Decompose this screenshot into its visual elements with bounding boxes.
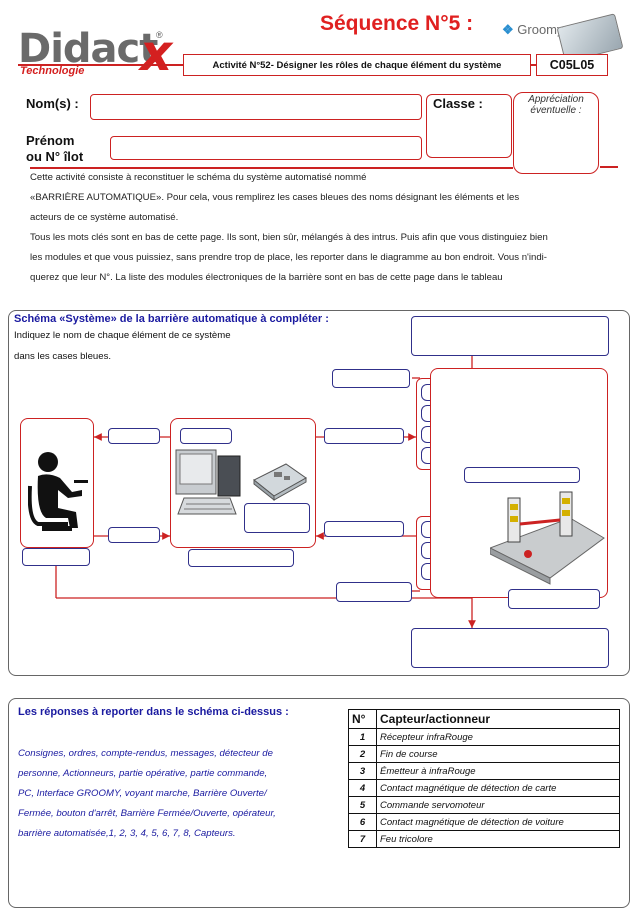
groomy-logo: ❖ Groomy <box>502 22 564 38</box>
schema-instruction: Indiquez le nom de chaque élément de ce … <box>14 330 231 341</box>
cell-name: Émetteur à infraRouge <box>376 762 620 780</box>
nom-label: Nom(s) : <box>26 96 79 111</box>
answer-box-top[interactable] <box>411 316 609 356</box>
answers-line: barrière automatisée,1, 2, 3, 4, 5, 6, 7… <box>18 828 236 839</box>
cell-num: 5 <box>348 796 377 814</box>
nom-field[interactable] <box>90 94 422 120</box>
activity-code: C05L05 <box>536 54 608 76</box>
registered-mark: ® <box>156 30 163 40</box>
cell-name: Contact magnétique de détection de carte <box>376 779 620 797</box>
schema-title: Schéma «Système» de la barrière automati… <box>14 313 329 325</box>
cell-name: Contact magnétique de détection de voitu… <box>376 813 620 831</box>
ilot-label: ou N° îlot <box>26 149 84 164</box>
appreciation-rule <box>600 166 618 168</box>
cell-name: Fin de course <box>376 745 620 763</box>
answer-box-operateur[interactable] <box>22 548 90 566</box>
prenom-label: Prénom <box>26 133 75 148</box>
table-header-row: N° Capteur/actionneur <box>348 709 620 729</box>
intro-text: Cette activité consiste à reconstituer l… <box>30 168 630 288</box>
answer-box-compte-rendus[interactable] <box>324 521 404 537</box>
intro-line: querez que leur N°. La liste des modules… <box>30 272 503 283</box>
cell-num: 7 <box>348 830 377 848</box>
intro-line: Tous les mots clés sont en bas de cette … <box>30 232 548 243</box>
answer-box-capteurs[interactable] <box>336 582 412 602</box>
answer-box-partie-commande[interactable] <box>188 549 294 567</box>
intro-line: «BARRIÈRE AUTOMATIQUE». Pour cela, vous … <box>30 192 520 203</box>
answers-list: Consignes, ordres, compte-rendus, messag… <box>18 744 328 844</box>
intro-line: acteurs de ce système automatisé. <box>30 212 179 223</box>
groomy-logo-text: Groomy <box>517 22 564 37</box>
answer-box-actionneurs[interactable] <box>332 369 410 388</box>
answer-box-consignes[interactable] <box>108 527 160 543</box>
form-rule <box>30 167 513 169</box>
cell-name: Feu tricolore <box>376 830 620 848</box>
answer-box-partie-operative[interactable] <box>464 467 580 483</box>
answer-box-ordres[interactable] <box>324 428 404 444</box>
groomy-mark-icon: ❖ <box>502 22 514 37</box>
answers-line: personne, Actionneurs, partie opérative,… <box>18 768 268 779</box>
cell-num: 6 <box>348 813 377 831</box>
answer-box-bottom[interactable] <box>411 628 609 668</box>
groomy-interface-image <box>253 463 307 502</box>
appreciation-field[interactable] <box>513 92 599 174</box>
answer-box-barriere[interactable] <box>508 589 600 609</box>
pc-image <box>175 449 241 515</box>
classe-label: Classe : <box>433 96 483 111</box>
intro-line: les modules et que vous puissiez, sans p… <box>30 252 547 263</box>
answers-line: PC, Interface GROOMY, voyant marche, Bar… <box>18 788 267 799</box>
col-header-name: Capteur/actionneur <box>376 709 620 729</box>
answer-box-interface[interactable] <box>244 503 310 533</box>
cell-num: 4 <box>348 779 377 797</box>
logo-tagline: Technologie <box>20 65 85 77</box>
cell-num: 3 <box>348 762 377 780</box>
cell-name: Commande servomoteur <box>376 796 620 814</box>
answers-line: Consignes, ordres, compte-rendus, messag… <box>18 748 273 759</box>
col-header-num: N° <box>348 709 377 729</box>
answer-box-messages[interactable] <box>108 428 160 444</box>
answers-line: Fermée, bouton d'arrêt, Barrière Fermée/… <box>18 808 276 819</box>
didact-logo-x: x <box>140 24 173 82</box>
prenom-field[interactable] <box>110 136 422 160</box>
activity-title: Activité N°52- Désigner les rôles de cha… <box>183 54 531 76</box>
schema-instruction: dans les cases bleues. <box>14 351 112 362</box>
barrier-model-image <box>490 491 605 585</box>
answer-box-pc[interactable] <box>180 428 232 444</box>
cell-num: 1 <box>348 728 377 746</box>
answers-title: Les réponses à reporter dans le schéma c… <box>18 706 289 718</box>
cell-name: Récepteur infraRouge <box>376 728 620 746</box>
intro-line: Cette activité consiste à reconstituer l… <box>30 172 367 183</box>
sequence-title: Séquence N°5 : <box>320 12 474 35</box>
cell-num: 2 <box>348 745 377 763</box>
appreciation-label: Appréciation éventuelle : <box>528 94 584 116</box>
classe-field[interactable] <box>426 94 512 158</box>
operator-icon <box>28 452 88 531</box>
